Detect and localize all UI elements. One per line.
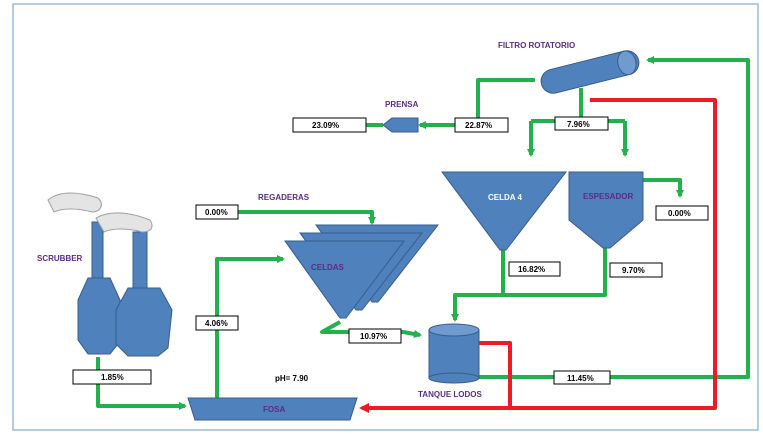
flow-celda4-to-tanque [451, 250, 505, 322]
box-celda4-under [508, 261, 561, 277]
espesador-shape [568, 171, 644, 249]
flow-lines [96, 56, 750, 410]
label-celda4: CELDA 4 [488, 193, 522, 202]
value-espesador-under: 9.70% [622, 266, 645, 275]
value-prensa-out: 23.09% [312, 121, 339, 130]
flow-tanque-to-filtro [478, 56, 750, 379]
value-scrubber-to-fosa: 1.85% [101, 373, 124, 382]
box-celdas-to-tanque [348, 328, 402, 344]
value-regaderas: 0.00% [205, 208, 228, 217]
box-prensa-out [292, 117, 367, 133]
box-espesador-under [609, 262, 663, 278]
label-regaderas: REGADERAS [258, 193, 310, 202]
box-fosa-to-celdas [195, 315, 239, 331]
recycle-lines [359, 98, 717, 413]
celda4-shape [441, 171, 568, 251]
scrubber-shape [47, 192, 173, 357]
box-regaderas [195, 204, 239, 220]
box-filtro-to-prensa [454, 117, 509, 133]
label-ph: pH= 7.90 [275, 374, 309, 383]
celdas-shape [284, 224, 440, 319]
diagram-frame [12, 3, 759, 431]
value-espesador-over: 0.00% [668, 209, 691, 218]
box-tanque-to-filtro [553, 370, 611, 385]
filtro-rotatorio [540, 50, 640, 94]
value-fosa-to-celdas: 4.06% [205, 319, 228, 328]
label-scrubber: SCRUBBER [37, 254, 83, 263]
box-espesador-over [655, 205, 709, 221]
value-filtro-split: 7.96% [567, 120, 590, 129]
label-espesador: ESPESADOR [583, 192, 633, 201]
label-tanque-lodos: TANQUE LODOS [418, 390, 483, 399]
value-filtro-to-prensa: 22.87% [465, 121, 492, 130]
value-celdas-to-tanque: 10.97% [360, 332, 387, 341]
flow-espesador-to-tanque [503, 248, 607, 297]
label-celdas: CELDAS [311, 263, 345, 272]
label-fosa: FOSA [263, 405, 285, 414]
recycle-filtro-to-fosa [359, 98, 717, 413]
box-filtro-split [554, 116, 609, 131]
flow-fosa-to-celdas [215, 255, 285, 398]
recycle-tanque-to-fosa [478, 341, 512, 408]
value-celda4-under: 16.82% [518, 265, 545, 274]
value-tanque-to-filtro: 11.45% [567, 374, 594, 383]
label-prensa: PRENSA [385, 100, 419, 109]
fosa-shape [187, 397, 358, 421]
flow-espesador-overflow [640, 178, 684, 198]
box-scrubber-to-fosa [72, 369, 152, 385]
flow-regaderas-to-celdas [238, 210, 376, 225]
prensa-shape [382, 117, 419, 133]
flow-filtro-to-prensa [418, 78, 535, 129]
tanque-lodos-shape [428, 323, 480, 384]
label-filtro-rotatorio: FILTRO ROTATORIO [498, 41, 575, 50]
